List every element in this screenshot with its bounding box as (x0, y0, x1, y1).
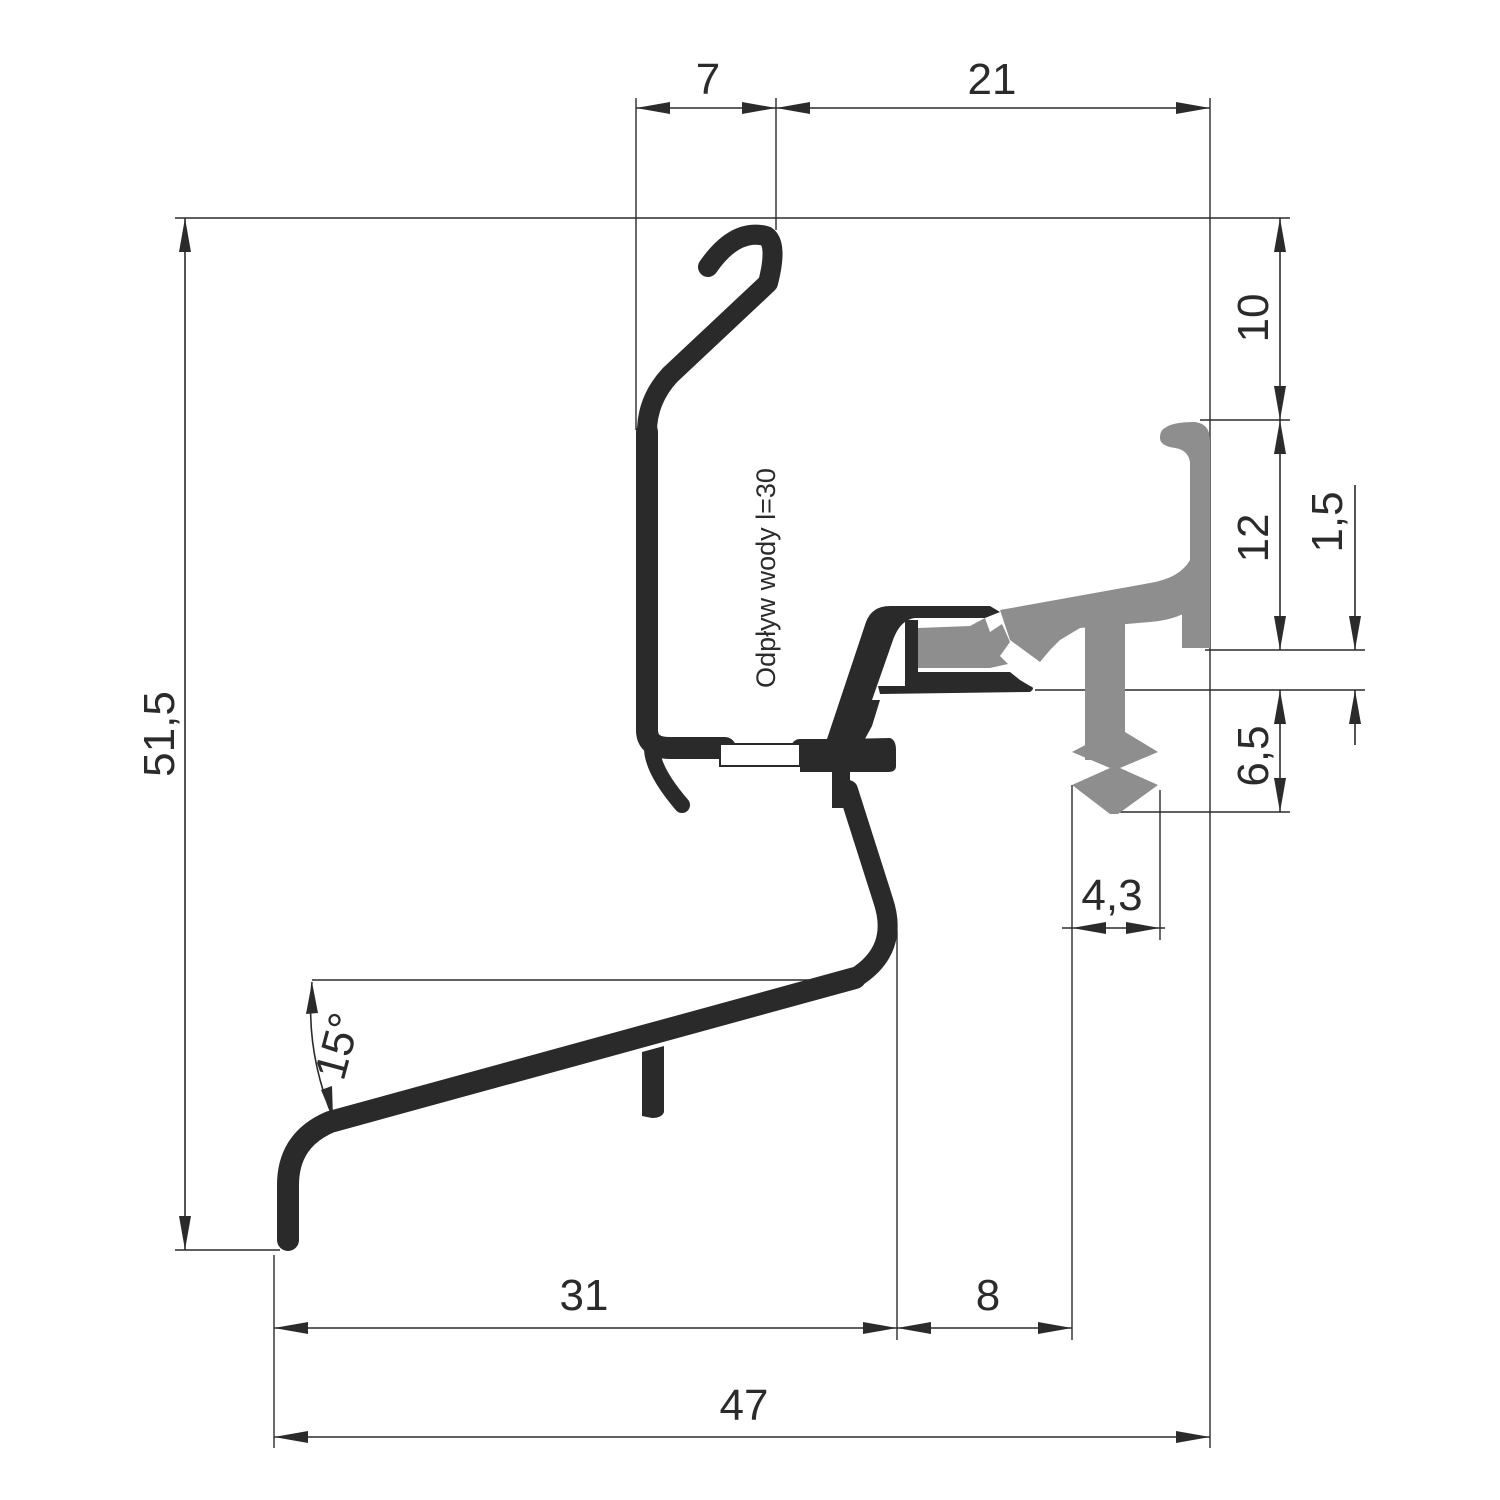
dim-angle: 15° (306, 1008, 371, 1085)
dimension-labels: 7 21 10 12 1,5 6,5 51,5 4,3 15° 31 8 47 … (135, 55, 1352, 1430)
dim-height-total: 51,5 (135, 691, 184, 777)
extension-lines (175, 98, 1365, 1448)
dim-right-upper: 10 (1229, 294, 1278, 343)
dim-right-middle: 12 (1229, 514, 1278, 563)
dim-right-lower: 6,5 (1229, 725, 1278, 786)
dim-gasket-width: 4,3 (1081, 871, 1142, 920)
dim-width-total: 47 (720, 1381, 769, 1430)
dim-bottom-middle: 8 (976, 1271, 1000, 1320)
dim-top-right: 21 (968, 55, 1017, 104)
aluminium-profile (277, 224, 1033, 1251)
dim-right-small: 1,5 (1303, 491, 1352, 552)
dim-bottom-left: 31 (560, 1271, 609, 1320)
gasket (918, 422, 1210, 814)
dimension-lines (179, 102, 1361, 1443)
dim-top-left: 7 (696, 55, 720, 104)
drainage-note: Odpływ wody l=30 (751, 468, 781, 688)
